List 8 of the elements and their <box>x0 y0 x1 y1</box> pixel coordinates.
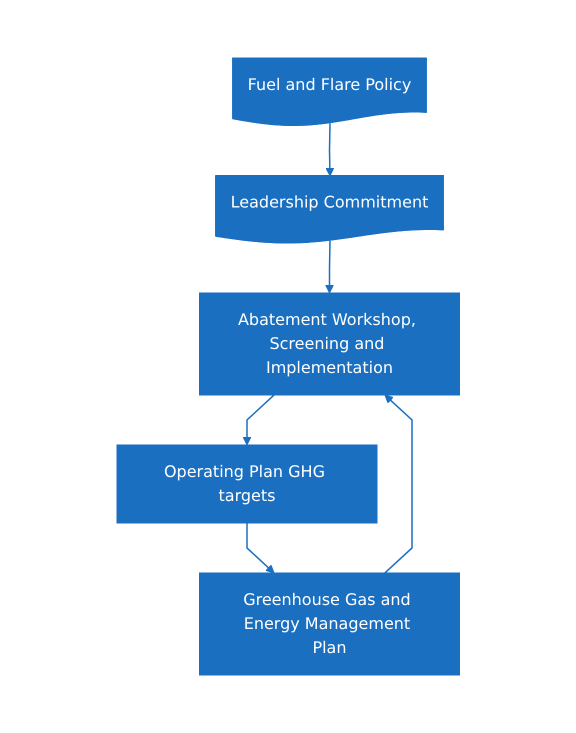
arrow <box>246 522 274 574</box>
node-box: Abatement Workshop, Screening and Implementation <box>198 292 460 396</box>
node-box: Greenhouse Gas and Energy Management Plan <box>198 572 460 676</box>
arrow <box>242 394 274 446</box>
arrow <box>384 394 412 574</box>
node-box: Operating Plan GHG targets <box>116 444 378 524</box>
arrow <box>325 123 334 176</box>
arrow <box>324 240 334 294</box>
